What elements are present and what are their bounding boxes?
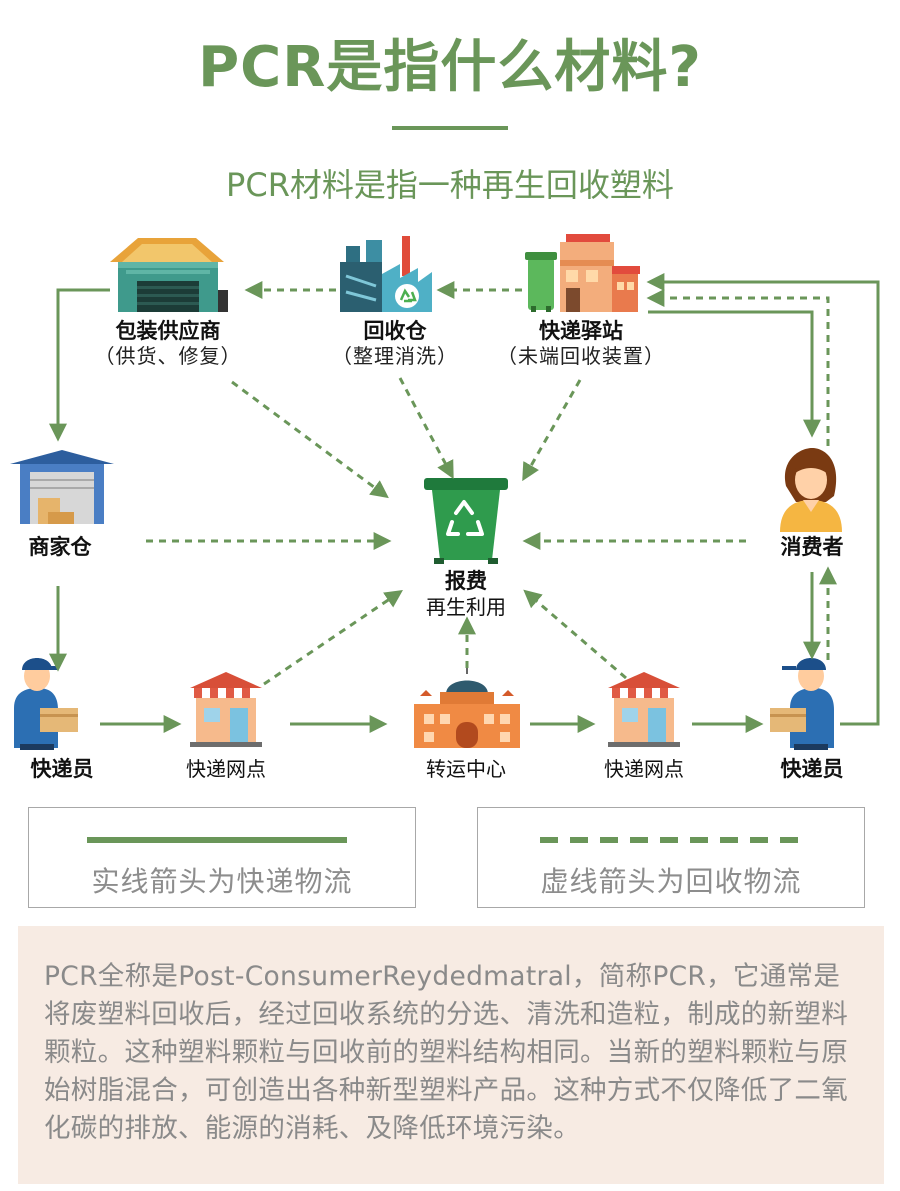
node-note: （供货、修复）	[94, 344, 242, 368]
solid-line-sample	[87, 837, 347, 843]
node-outlet-right: 快递网点	[584, 756, 704, 782]
description-text: PCR全称是Post-ConsumerReydedmatral，简称PCR，它通…	[44, 961, 848, 1144]
node-name: 快递网点	[186, 757, 266, 781]
distribution-building-icon	[414, 662, 520, 748]
node-courier-right: 快递员	[760, 756, 864, 782]
flow-diagram	[10, 234, 880, 750]
node-name: 回收仓	[363, 319, 427, 343]
node-express-station: 快递驿站 （未端回收装置）	[476, 318, 686, 368]
node-name: 转运中心	[426, 757, 506, 781]
node-name: 消费者	[780, 535, 844, 559]
shop-icon	[608, 672, 680, 747]
arrow-courier-to-station	[646, 273, 880, 726]
node-merchant-warehouse: 商家仓	[8, 534, 112, 560]
node-name: 快递驿站	[539, 319, 623, 343]
node-outlet-left: 快递网点	[166, 756, 286, 782]
woman-avatar-icon	[780, 448, 842, 532]
recycling-factory-icon	[340, 236, 432, 312]
node-note: （未端回收装置）	[497, 344, 665, 368]
node-consumer: 消费者	[760, 534, 864, 560]
warehouse-icon	[110, 238, 228, 312]
node-packaging-supplier: 包装供应商 （供货、修复）	[78, 318, 258, 368]
node-name: 快递网点	[604, 757, 684, 781]
arrow-station-to-consumer	[648, 310, 821, 438]
solid-arrows	[49, 273, 880, 733]
shop-icon	[190, 672, 262, 747]
arrow-outlet-left-to-bin	[263, 589, 403, 686]
node-note: 再生利用	[426, 595, 506, 619]
delivery-man-icon	[770, 658, 834, 750]
page-subtitle: PCR材料是指一种再生回收塑料	[226, 166, 674, 204]
storage-garage-icon	[10, 450, 114, 524]
arrow-supplier-to-bin	[231, 380, 389, 499]
node-scrap-recycle: 报费 再生利用	[396, 568, 536, 620]
legend-dashed: 虚线箭头为回收物流	[477, 807, 865, 908]
node-name: 包装供应商	[115, 319, 221, 343]
node-name: 商家仓	[28, 535, 92, 559]
node-name: 快递员	[30, 757, 94, 781]
dashed-line-sample	[540, 837, 800, 843]
legend-solid-label: 实线箭头为快递物流	[91, 865, 353, 898]
store-with-bin-icon	[525, 234, 640, 312]
node-transfer-center: 转运中心	[406, 756, 526, 782]
page-title: PCR是指什么材料?	[198, 35, 702, 100]
node-note: （整理消洗）	[332, 344, 458, 368]
node-recycling-warehouse: 回收仓 （整理消洗）	[305, 318, 485, 368]
arrow-recycling-to-bin	[398, 377, 454, 480]
arrow-outlet-right-to-bin	[523, 589, 627, 680]
title-divider	[392, 126, 508, 130]
delivery-man-icon	[14, 658, 78, 750]
legend-solid: 实线箭头为快递物流	[28, 807, 416, 908]
dashed-arrows	[146, 281, 837, 686]
node-name: 快递员	[780, 757, 844, 781]
node-courier-left: 快递员	[10, 756, 114, 782]
arrow-consumer-to-station	[646, 289, 830, 446]
arrow-station-to-bin	[522, 379, 582, 482]
recycle-bin-icon	[424, 478, 508, 564]
description-panel: PCR全称是Post-ConsumerReydedmatral，简称PCR，它通…	[18, 926, 884, 1184]
node-name: 报费	[445, 569, 487, 593]
arrow-supplier-to-merchant	[49, 288, 110, 442]
legend-dashed-label: 虚线箭头为回收物流	[540, 865, 802, 898]
